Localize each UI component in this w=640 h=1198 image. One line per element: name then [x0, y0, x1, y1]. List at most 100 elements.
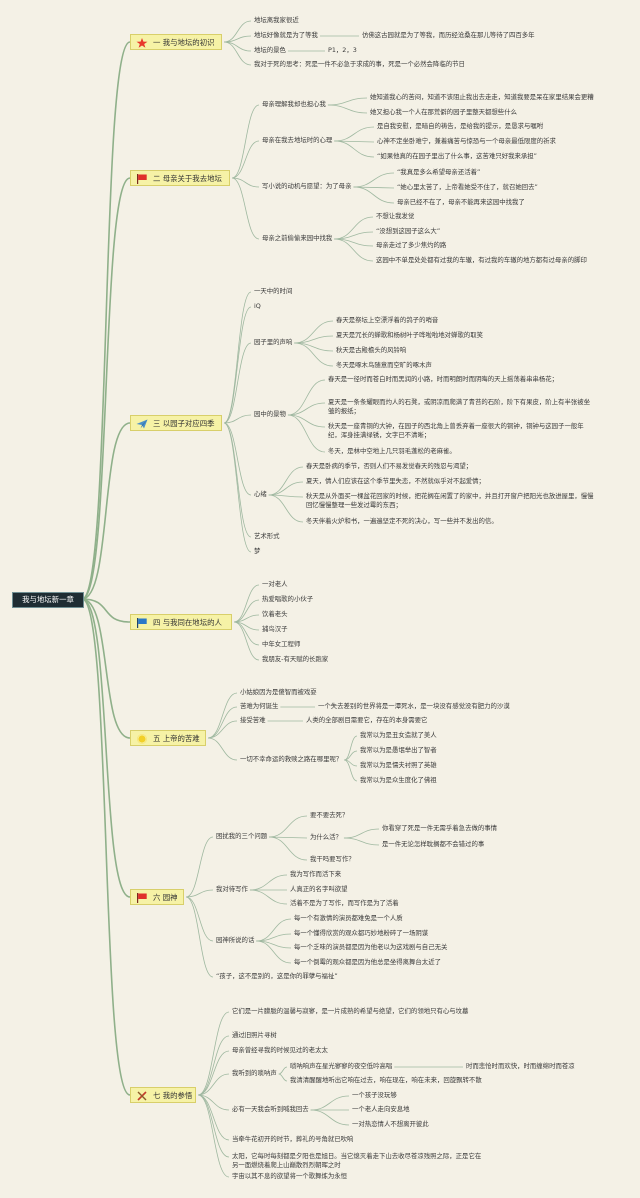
topic-node-c5d3[interactable]: 我常以为是懦夫衬照了英雄 — [360, 761, 437, 769]
topic-node-c7e1[interactable]: 一个孩子没玩够 — [352, 1091, 397, 1099]
topic-node-c3e2[interactable]: 夏天，情人们应该在这个季节里失恋，不然就似乎对不起爱情； — [306, 477, 485, 485]
topic-node-c2c2[interactable]: “她心里太苦了，上帝看她受不住了，就召她回去” — [397, 183, 538, 191]
topic-node-c1b1[interactable]: 仿佛这古园就是为了等我，而历经沧桑在那儿等待了四百多年 — [362, 31, 535, 39]
topic-node-c2a2[interactable]: 她又担心我一个人在那荒僻的园子里整天都想些什么 — [370, 108, 517, 116]
topic-node-c6c4[interactable]: 每一个倒霉的观众都是因为他总是坐得离舞台太近了 — [294, 958, 441, 966]
topic-node-c2d[interactable]: 母亲之前偷偷来园中找我 — [262, 234, 333, 242]
category-1[interactable]: 一 我与地坛的初识 — [130, 34, 222, 50]
topic-node-c2d4[interactable]: 这园中不单是处处都有过我的车辙，有过我的车辙的地方都有过母亲的脚印 — [376, 256, 587, 264]
topic-node-c1c1[interactable]: P1，2，3 — [328, 46, 357, 54]
topic-node-c3e[interactable]: 心绪 — [254, 490, 267, 498]
topic-node-c6c1[interactable]: 每一个有激情的演员都难免是一个人质 — [294, 914, 403, 922]
topic-node-c2c3[interactable]: 母亲已经不在了，母亲不能再来这园中找我了 — [397, 198, 525, 206]
category-4[interactable]: 四 与我同在地坛的人 — [130, 614, 232, 630]
topic-node-c3c[interactable]: 园子里的声响 — [254, 338, 293, 346]
topic-node-c1c[interactable]: 地坛的景色 — [254, 46, 286, 54]
category-label: 六 园神 — [153, 893, 178, 902]
topic-node-c3c2[interactable]: 夏天是冗长的蝉歌和杨树叶子哗啦啦地对蝉歌的取笑 — [336, 331, 483, 339]
topic-node-c2b1[interactable]: 是自我安慰，是暗自的祷告，是给我的提示，是恳求与嘱咐 — [377, 122, 544, 130]
topic-node-c4b[interactable]: 热爱唱歌的小伙子 — [262, 595, 314, 603]
topic-node-c5c[interactable]: 接受苦难 — [240, 716, 266, 724]
topic-node-c3a[interactable]: 一天中的时间 — [254, 287, 293, 295]
topic-node-c6a3[interactable]: 我干吗要写作？ — [310, 855, 355, 863]
topic-node-c7e3[interactable]: 一对热恋情人不想离开彼此 — [352, 1120, 429, 1128]
topic-node-c7a[interactable]: 它们是一片朦胧的温馨与寂寥，是一片成熟的希望与绝望，它们的领地只有心与坟墓 — [232, 1007, 469, 1015]
topic-node-c2d1[interactable]: 不想让我发觉 — [376, 212, 415, 220]
topic-node-c2d2[interactable]: “没想到这园子这么大” — [376, 227, 441, 235]
category-label: 一 我与地坛的初识 — [153, 38, 215, 47]
topic-node-c5b1[interactable]: 一个失去差别的世界将是一潭死水，是一块没有感觉没有肥力的沙漠 — [318, 702, 510, 710]
topic-node-c6a21[interactable]: 你看穿了死是一件无需乎着急去做的事情 — [382, 824, 498, 832]
topic-node-c3d2[interactable]: 夏天是一条条耀眼而灼人的石凳，或阴凉而爬满了青苔的石阶，阶下有果皮，阶上有半张被… — [328, 398, 591, 415]
topic-node-c7e2[interactable]: 一个老人走向安息地 — [352, 1105, 410, 1113]
topic-node-c2a[interactable]: 母亲理解我却也担心我 — [262, 100, 326, 108]
topic-node-c5d[interactable]: 一切不幸命运的救赎之路在哪里呢？ — [240, 755, 343, 763]
topic-node-c7d1[interactable]: 唢呐响声在星光寥寥的夜空低吟高唱 — [290, 1062, 393, 1070]
topic-node-c7f[interactable]: 当牵牛花初开的时节，葬礼的号角就已吹响 — [232, 1135, 354, 1143]
topic-node-c6a22[interactable]: 是一件无论怎样耽搁都不会错过的事 — [382, 840, 485, 848]
topic-node-c4c[interactable]: 饮着老头 — [262, 610, 288, 618]
topic-node-c6a1[interactable]: 要不要去死？ — [310, 811, 349, 819]
topic-node-c4d[interactable]: 捕鸟汉子 — [262, 625, 288, 633]
topic-node-c3c3[interactable]: 秋天是古殿檐头的风铃响 — [336, 346, 407, 354]
topic-node-c6b[interactable]: 我对待写作 — [216, 885, 248, 893]
blue-flag-icon — [136, 618, 148, 628]
topic-node-c3d[interactable]: 园中的景物 — [254, 410, 286, 418]
topic-node-c4f[interactable]: 我朋友-有天赋的长跑家 — [262, 655, 329, 663]
root-topic[interactable]: 我与地坛新一章 — [12, 592, 84, 608]
topic-node-c3e4[interactable]: 冬天伴着火炉和书，一遍遍坚定不死的决心，写一些并不发出的信。 — [306, 517, 498, 525]
category-2[interactable]: 二 母亲关于我去地坛 — [130, 170, 230, 186]
topic-node-c3c1[interactable]: 春天是祭坛上空漂浮着的鸽子的哨音 — [336, 316, 439, 324]
topic-node-c4a[interactable]: 一对老人 — [262, 580, 288, 588]
topic-node-c7d11[interactable]: 时而悲怆时而欢快，时而缠绵时而苍凉 — [466, 1062, 575, 1070]
topic-node-c5d4[interactable]: 我常以为是众生度化了佛祖 — [360, 776, 437, 784]
topic-node-c2d3[interactable]: 母亲走过了多少焦灼的路 — [376, 241, 447, 249]
topic-node-c4e[interactable]: 中年女工程师 — [262, 640, 301, 648]
topic-node-c2c1[interactable]: “我真是多么希望母亲还活着” — [397, 168, 481, 176]
category-3[interactable]: 三 以园子对应四季 — [130, 415, 222, 431]
paper-plane-icon — [136, 419, 148, 429]
topic-node-c6b3[interactable]: 活着不是为了写作，而写作是为了活着 — [290, 899, 399, 907]
topic-node-c6b2[interactable]: 人真正的名字叫欲望 — [290, 885, 348, 893]
topic-node-c6a[interactable]: 困扰我的三个问题 — [216, 832, 268, 840]
topic-node-c3g[interactable]: 梦 — [254, 547, 261, 555]
topic-node-c2b3[interactable]: “如果他真的在园子里出了什么事，这苦难只好我来承担” — [377, 152, 537, 160]
category-6[interactable]: 六 园神 — [130, 889, 184, 905]
topic-node-c7e[interactable]: 必有一天我会听到喊我回去 — [232, 1105, 309, 1113]
topic-node-c7b[interactable]: 通过旧照片寻树 — [232, 1031, 277, 1039]
topic-node-c6b1[interactable]: 我为写作而活下来 — [290, 870, 342, 878]
topic-node-c1b[interactable]: 地坛好像就是为了等我 — [254, 31, 318, 39]
topic-node-c3c4[interactable]: 冬天是啄木鸟随意而空旷的啄木声 — [336, 361, 432, 369]
topic-node-c2b[interactable]: 母亲在我去地坛时的心理 — [262, 136, 333, 144]
topic-node-c5c1[interactable]: 人类的全部剧目需要它，存在的本身需要它 — [306, 716, 428, 724]
category-5[interactable]: 五 上帝的苦难 — [130, 730, 206, 746]
topic-node-c7c[interactable]: 母亲曾经寻我的时候见过的老太太 — [232, 1046, 328, 1054]
category-7[interactable]: 七 我的参悟 — [130, 1087, 196, 1103]
topic-node-c7h[interactable]: 宇宙以其不息的欲望将一个歌舞炼为永恒 — [232, 1172, 348, 1180]
topic-node-c6a2[interactable]: 为什么活？ — [310, 833, 342, 841]
topic-node-c2a1[interactable]: 她知道我心的苦闷，知道不该阻止我出去走走，知道我要是呆在家里结果会更糟 — [370, 93, 594, 101]
topic-node-c1a[interactable]: 地坛离我家很近 — [254, 16, 299, 24]
topic-node-c6c3[interactable]: 每一个乏味的演员都是因为他老以为这戏剧与自己无关 — [294, 943, 448, 951]
topic-node-c3e1[interactable]: 春天是卧病的季节，否则人们不易发觉春天的残忍与渴望； — [306, 462, 473, 470]
topic-node-c3b[interactable]: iQ — [254, 302, 261, 310]
topic-node-c7d[interactable]: 我听到的唢呐声 — [232, 1069, 277, 1077]
topic-node-c3e3[interactable]: 秋天是从外面买一棵盆花回家的时候，把花搁在闲置了的家中，并且打开窗户把阳光也放进… — [306, 492, 594, 509]
topic-node-c7g[interactable]: 太阳，它每时每刻都是夕阳也是旭日。当它熄灭着走下山去收尽苍凉残照之际，正是它在另… — [232, 1152, 482, 1169]
topic-node-c2b2[interactable]: 心神不定坐卧难宁，兼着痛苦与惊恐与一个母亲最低限度的祈求 — [377, 137, 556, 145]
topic-node-c1d[interactable]: 我对于死的思考：死是一件不必急于求成的事，死是一个必然会降临的节日 — [254, 60, 465, 68]
topic-node-c6c2[interactable]: 每一个懂得欣赏的观众都巧妙地粉碎了一场阴谋 — [294, 929, 429, 937]
topic-node-c5d1[interactable]: 我常以为是丑女造就了美人 — [360, 731, 437, 739]
category-label: 五 上帝的苦难 — [153, 734, 200, 743]
topic-node-c3d1[interactable]: 春天是一径时而苍白时而黑润的小路，时而明朗时而阴晦的天上摇荡着串串杨花； — [328, 375, 559, 383]
topic-node-c3d4[interactable]: 冬天，是林中空地上几只羽毛蓬松的老麻雀。 — [328, 447, 456, 455]
topic-node-c6d[interactable]: “孩子，这不是别的，这是你的罪孽与福祉” — [216, 972, 338, 980]
topic-node-c6c[interactable]: 园神所说的话 — [216, 936, 255, 944]
topic-node-c2c[interactable]: 写小说的动机与愿望：为了母亲 — [262, 182, 352, 190]
topic-node-c5a[interactable]: 小姑娘因为是傻智而被戏耍 — [240, 688, 317, 696]
topic-node-c7d2[interactable]: 我清清醒醒地听出它响在过去，响在现在，响在未来，回旋飘转不散 — [290, 1076, 482, 1084]
topic-node-c3f[interactable]: 艺术形式 — [254, 532, 280, 540]
topic-node-c5b[interactable]: 苦难为何诞生 — [240, 702, 279, 710]
topic-node-c5d2[interactable]: 我常以为是愚氓举出了智者 — [360, 746, 437, 754]
topic-node-c3d3[interactable]: 秋天是一座青铜的大钟，在园子的西北角上曾丢弃着一座很大的铜钟，铜钟与这园子一般年… — [328, 422, 584, 439]
